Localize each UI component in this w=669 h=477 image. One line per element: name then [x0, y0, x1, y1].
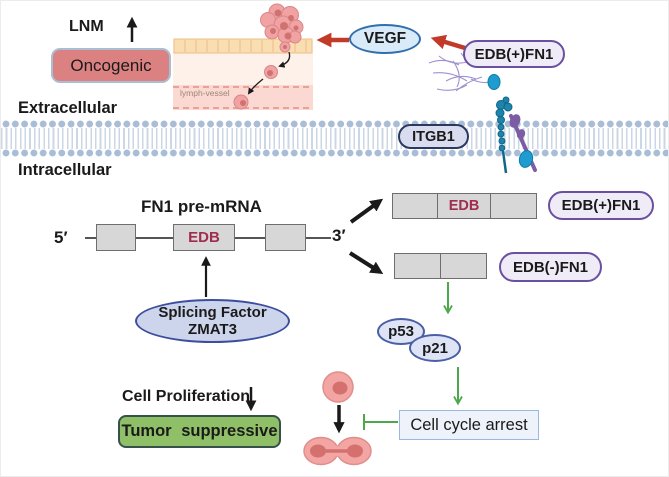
- edb-minus-fn1-pill: EDB(-)FN1: [499, 252, 602, 282]
- migration-arrow-1: [278, 51, 291, 68]
- arrest-inhibition-tbar: [363, 414, 398, 430]
- plus-edb-exon: EDB: [436, 193, 492, 219]
- cell-division-illustration: [303, 371, 372, 466]
- fn1-to-vegf-arrow: [430, 34, 466, 51]
- vegf-oval: VEGF: [349, 24, 421, 54]
- vegf-label: VEGF: [363, 30, 407, 47]
- itgb1-pill: ITGB1: [398, 124, 469, 149]
- zmat3-oval: Splicing Factor ZMAT3: [135, 299, 290, 343]
- edb-plus-mrna-bar: EDB: [392, 193, 537, 219]
- edb-minus-mrna-bar: [394, 253, 487, 279]
- fn1-premrna-title: FN1 pre-mRNA: [141, 197, 262, 216]
- p21-label: p21: [422, 339, 448, 357]
- lymph-vessel-label: lymph-vessel: [180, 88, 230, 98]
- splicing-factor-label: Splicing Factor: [158, 303, 267, 321]
- lymph-vessel-illustration: lymph-vessel: [173, 3, 313, 110]
- intracellular-dot: [518, 150, 534, 168]
- edb-minus-fn1-label: EDB(-)FN1: [513, 258, 588, 276]
- cell-cycle-arrest-label: Cell cycle arrest: [410, 415, 528, 434]
- extracellular-label: Extracellular: [18, 99, 118, 117]
- edb-plus-fn1-pill-right: EDB(+)FN1: [548, 191, 654, 220]
- tumor-cluster-nuclei: [270, 9, 299, 49]
- tumor-suppressive-box: Tumor suppressive: [118, 415, 281, 448]
- p53-label: p53: [388, 323, 414, 340]
- plus-exon-2: [490, 193, 537, 219]
- splice-arrow-minus: [348, 251, 384, 275]
- edb-plus-fn1-label-top: EDB(+)FN1: [474, 45, 554, 63]
- epithelium-layer: [173, 38, 313, 54]
- tumor-suppressive-label: Tumor suppressive: [121, 422, 278, 440]
- edb-exon-box: EDB: [173, 224, 235, 251]
- plus-exon-1: [392, 193, 438, 219]
- three-prime-label: 3′: [332, 226, 346, 245]
- itgb1-label: ITGB1: [412, 128, 455, 145]
- cell-proliferation-label: Cell Proliferation: [122, 388, 251, 405]
- exon-box-1: [96, 224, 136, 251]
- cell-cycle-arrest-box: Cell cycle arrest: [399, 410, 539, 440]
- edb-exon-label: EDB: [188, 229, 220, 246]
- minus-exon-1: [394, 253, 441, 279]
- lnm-label: LNM: [69, 18, 104, 35]
- splice-arrow-plus: [349, 198, 384, 224]
- fn1-ligand-dot: [487, 74, 501, 90]
- intracellular-label: Intracellular: [18, 161, 112, 179]
- migration-arrow-2: [247, 78, 264, 95]
- integrin-alpha-subunit: [495, 96, 513, 152]
- edb-plus-fn1-pill-top: EDB(+)FN1: [463, 40, 565, 68]
- zmat3-label: ZMAT3: [188, 321, 237, 338]
- minus-exon-2: [439, 253, 487, 279]
- oncogenic-label: Oncogenic: [70, 55, 152, 75]
- oncogenic-box: Oncogenic: [51, 48, 171, 83]
- five-prime-label: 5′: [54, 228, 68, 247]
- membrane-inner-leaflet: [1, 148, 668, 158]
- p21-oval: p21: [409, 334, 461, 362]
- plus-edb-label: EDB: [448, 198, 480, 214]
- exon-box-2: [265, 224, 306, 251]
- membrane-outer-leaflet: [1, 119, 668, 129]
- edb-plus-fn1-label-right: EDB(+)FN1: [561, 197, 641, 214]
- integrin-receptor: [495, 96, 537, 174]
